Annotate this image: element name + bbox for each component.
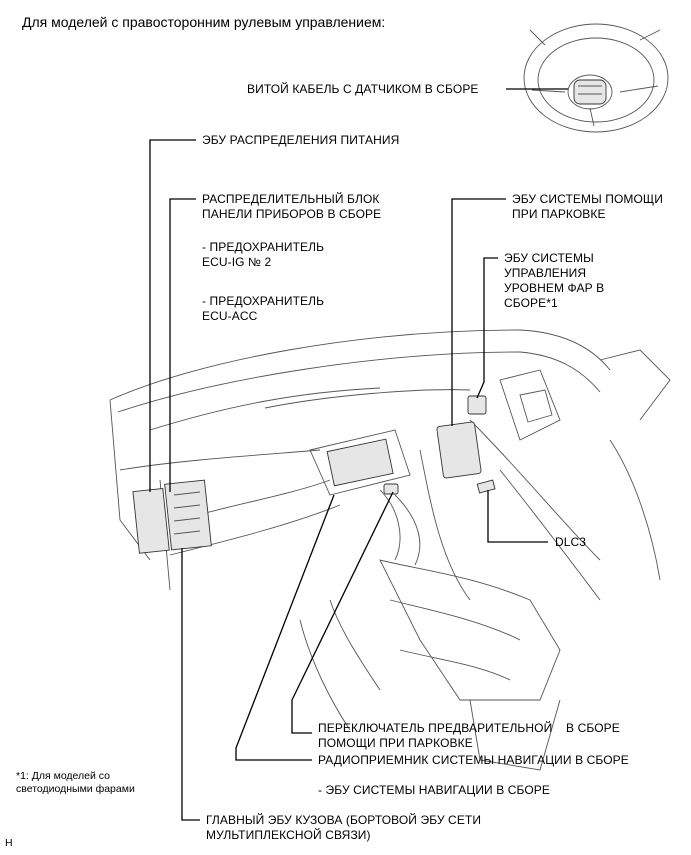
navigation-radio-label: РАДИОПРИЕМНИК СИСТЕМЫ НАВИГАЦИИ В СБОРЕ — [318, 753, 629, 767]
power-distribution-ecu-label: ЭБУ РАСПРЕДЕЛЕНИЯ ПИТАНИЯ — [202, 133, 400, 147]
steering-wheel-drawing — [523, 23, 669, 133]
footnote: *1: Для моделей со светодиодными фарами — [16, 770, 135, 795]
navigation-ecu-label: - ЭБУ СИСТЕМЫ НАВИГАЦИИ В СБОРЕ — [318, 783, 551, 797]
main-body-ecu-label: ГЛАВНЫЙ ЭБУ КУЗОВА (БОРТОВОЙ ЭБУ СЕТИ МУ… — [206, 813, 482, 842]
parking-assist-ecu-label: ЭБУ СИСТЕМЫ ПОМОЩИ ПРИ ПАРКОВКЕ — [512, 192, 663, 221]
corner-mark: H — [5, 837, 13, 849]
spiral-cable-label: ВИТОЙ КАБЕЛЬ С ДАТЧИКОМ В СБОРЕ — [247, 82, 479, 96]
leader-lines — [149, 88, 568, 821]
headlamp-leveling-ecu-label: ЭБУ СИСТЕМЫ УПРАВЛЕНИЯ УРОВНЕМ ФАР В СБО… — [504, 251, 605, 310]
fuse-ecu-acc-label: - ПРЕДОХРАНИТЕЛЬ ECU-ACC — [202, 294, 325, 323]
junction-block-label: РАСПРЕДЕЛИТЕЛЬНЫЙ БЛОК ПАНЕЛИ ПРИБОРОВ В… — [202, 192, 382, 221]
dashboard-drawing — [109, 329, 671, 771]
dlc3-label: DLC3 — [555, 535, 587, 549]
parking-switch-label: ПЕРЕКЛЮЧАТЕЛЬ ПРЕДВАРИТЕЛЬНОЙ В СБОРЕ ПО… — [318, 721, 620, 750]
page-title: Для моделей с правосторонним рулевым упр… — [22, 14, 386, 30]
fuse-ecu-ig2-label: - ПРЕДОХРАНИТЕЛЬ ECU-IG № 2 — [202, 240, 325, 269]
